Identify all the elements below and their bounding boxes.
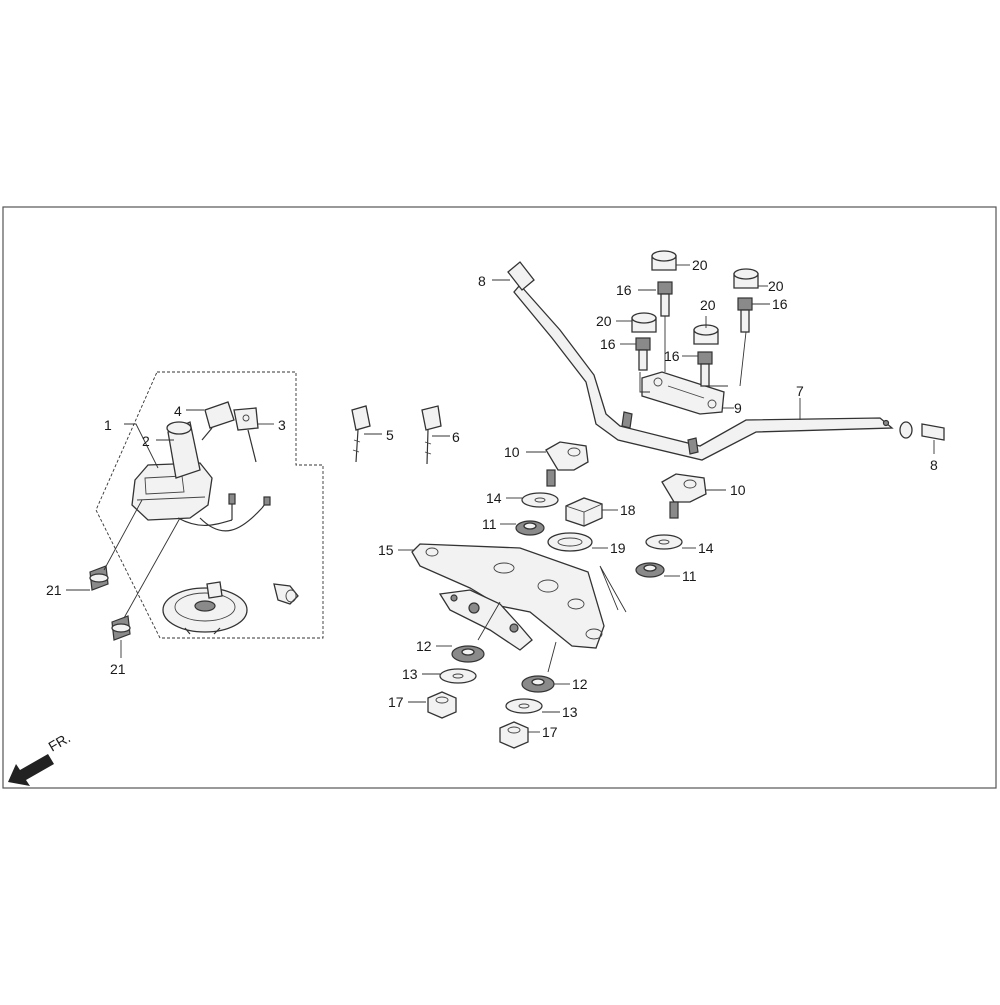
handlebar-clamp-9 [641, 371, 725, 415]
ignition-switch-body [131, 421, 213, 521]
callout-8-right: 8 [930, 457, 938, 473]
washer-14-left-hole [534, 497, 546, 503]
callout-10-left: 10 [504, 444, 520, 460]
callout-5: 5 [386, 427, 394, 443]
wire-connectors [231, 498, 269, 520]
callout-16-a: 16 [616, 282, 632, 298]
lower-stack-leaders [477, 601, 557, 673]
key-5 [351, 405, 371, 463]
callout-15: 15 [378, 542, 394, 558]
callout-11-left: 11 [482, 516, 497, 532]
bolt-16-c [635, 337, 651, 371]
ignition-wires [177, 507, 263, 532]
callout-13-left: 13 [402, 666, 418, 682]
handlebar-7 [513, 284, 894, 461]
callout-16-d: 16 [664, 348, 680, 364]
clamp-leaders [639, 372, 728, 393]
diagram-frame [2, 206, 997, 789]
front-direction-label: FR. [46, 729, 74, 754]
callout-6: 6 [452, 429, 460, 445]
callout-8-left: 8 [478, 273, 486, 289]
callout-4: 4 [174, 403, 182, 419]
callout-16-b: 16 [772, 296, 788, 312]
nut-17-left [427, 691, 457, 719]
connector-pin-2 [263, 496, 271, 506]
cap-20-d [693, 324, 719, 345]
callout-2: 2 [142, 433, 150, 449]
callout-16-c: 16 [600, 336, 616, 352]
small-pin-part [273, 583, 299, 605]
callout-17-right: 17 [542, 724, 558, 740]
handlebar-holder-10-left [545, 441, 589, 487]
callout-20-a: 20 [692, 257, 708, 273]
callout-18: 18 [620, 502, 636, 518]
callout-20-c: 20 [596, 313, 612, 329]
screw-21-lower [111, 615, 131, 641]
ignition-group-outline [95, 371, 324, 639]
rubber-bush-11-left [515, 520, 545, 536]
callout-12-right: 12 [572, 676, 588, 692]
key-6 [421, 405, 442, 465]
cap-20-c [631, 312, 657, 333]
washer-14-left [521, 492, 559, 508]
cap-20-b [733, 268, 759, 289]
washer-13-left [439, 668, 477, 684]
washer-13-right [505, 698, 543, 714]
key-part-4 [201, 401, 235, 441]
leader-screw-21-upper [103, 499, 143, 571]
rubber-bush-12-left [451, 645, 485, 663]
handlebar-holder-10-right [661, 473, 707, 519]
rubber-bush-11-right [635, 562, 665, 578]
rubber-bush-12-right [521, 675, 555, 693]
bolt-16-a [657, 281, 673, 317]
callout-13-right: 13 [562, 704, 578, 720]
callout-9: 9 [734, 400, 742, 416]
callout-11-right: 11 [682, 568, 697, 584]
callout-14-right: 14 [698, 540, 714, 556]
nut-17-right [499, 721, 529, 749]
bar-end-8-right [899, 421, 945, 441]
callout-21-upper: 21 [46, 582, 62, 598]
callout-3: 3 [278, 417, 286, 433]
bolt-16-d [697, 351, 713, 387]
bolt-leaders [664, 316, 747, 387]
connector-pin-1 [228, 493, 236, 505]
leader-1 [124, 423, 159, 469]
screw-21-upper [89, 565, 109, 591]
callout-12-left: 12 [416, 638, 432, 654]
callout-10-right: 10 [730, 482, 746, 498]
top-bridge-15 [411, 543, 605, 651]
front-direction-arrow-icon [8, 754, 54, 786]
callout-17-left: 17 [388, 694, 404, 710]
leader-screw-21-lower [123, 517, 181, 619]
callout-19: 19 [610, 540, 626, 556]
key-part-3 [233, 407, 259, 463]
callout-20-b: 20 [768, 278, 784, 294]
bolt-16-b [737, 297, 753, 333]
washer-14-right [645, 534, 683, 550]
callout-7: 7 [796, 383, 804, 399]
stem-nut-18 [565, 497, 603, 527]
callout-20-d: 20 [700, 297, 716, 313]
callout-14-left: 14 [486, 490, 502, 506]
callout-21-lower: 21 [110, 661, 126, 677]
bar-end-8-left [507, 261, 535, 291]
washer-19 [547, 532, 593, 552]
bridge-zigzag-leader [599, 565, 627, 613]
callout-1: 1 [104, 417, 112, 433]
washer-14-right-hole [658, 539, 670, 545]
lock-cylinder [162, 581, 248, 635]
cap-20-a [651, 250, 677, 271]
